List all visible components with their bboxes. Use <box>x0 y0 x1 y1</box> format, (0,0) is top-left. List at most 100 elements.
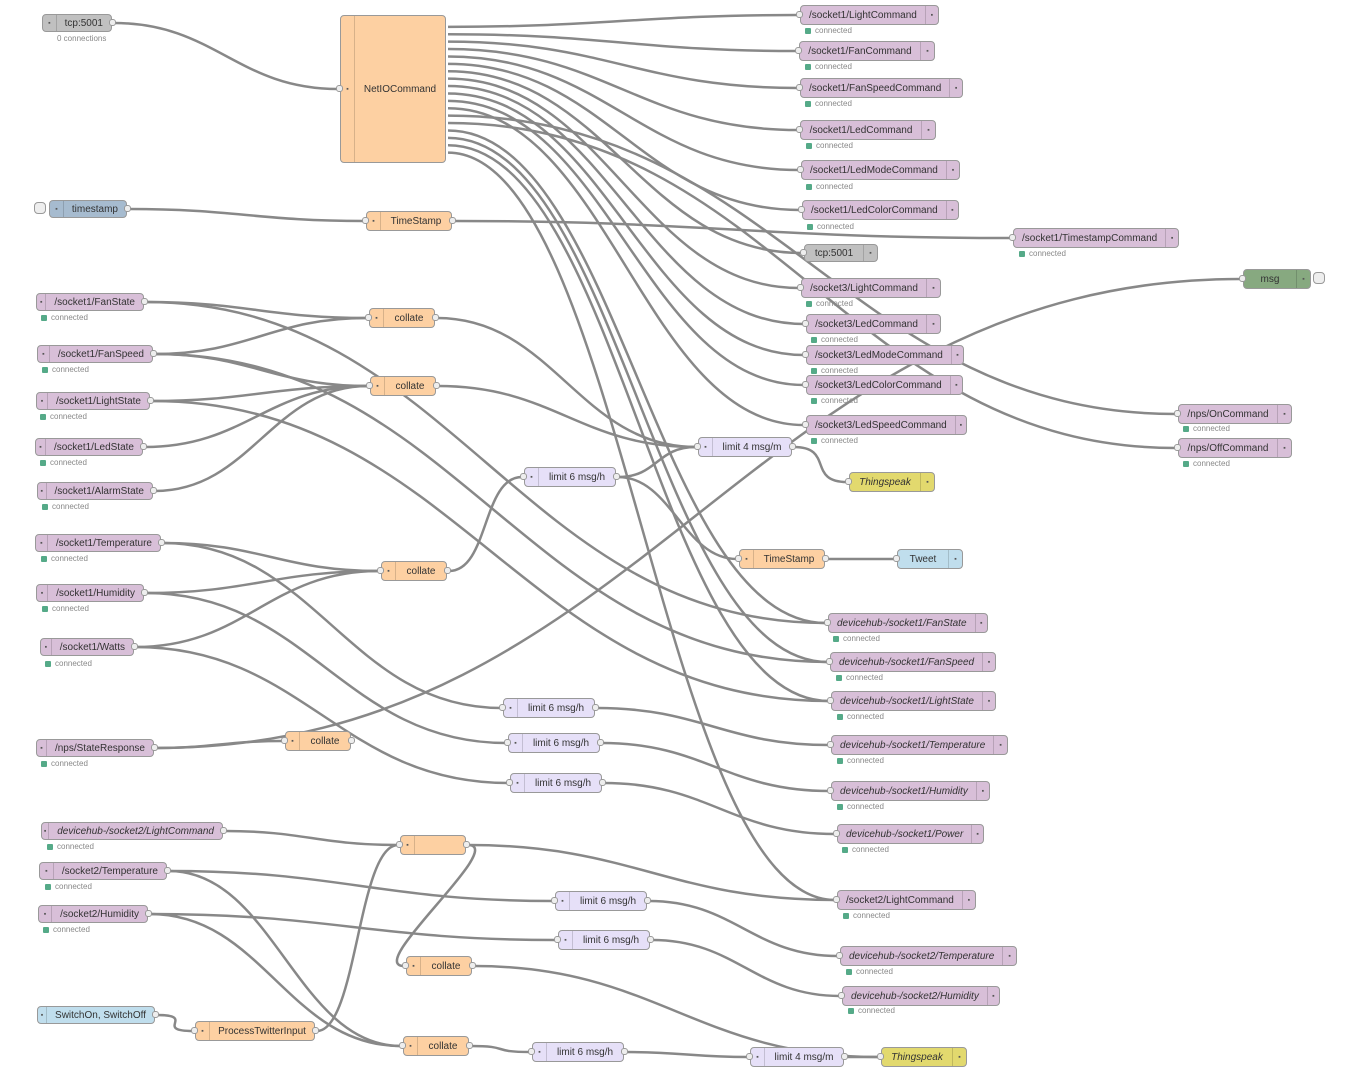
rate-limit-node[interactable]: ▪ limit 6 msg/h <box>520 467 620 487</box>
output-port[interactable] <box>151 743 158 751</box>
rate-limit-node[interactable]: ▪ limit 6 msg/h <box>499 698 599 718</box>
wire[interactable] <box>224 829 399 847</box>
output-port[interactable] <box>789 442 796 450</box>
input-port[interactable] <box>893 554 900 562</box>
input-port[interactable] <box>694 442 701 450</box>
mqtt-in-socket1-watts[interactable]: ▪ /socket1/Watts <box>40 638 138 656</box>
input-port[interactable] <box>396 840 403 848</box>
wire[interactable] <box>447 136 829 664</box>
wire[interactable] <box>128 207 365 223</box>
input-port[interactable] <box>877 1052 884 1060</box>
mqtt-in-socket1-temperature[interactable]: ▪ /socket1/Temperature <box>35 534 165 552</box>
input-port[interactable] <box>377 566 384 574</box>
wire[interactable] <box>447 55 800 172</box>
rate-limit-node[interactable]: ▪ limit 6 msg/h <box>528 1042 628 1062</box>
output-port[interactable] <box>592 703 599 711</box>
mqtt-out-socket3-ledmodecommand[interactable]: /socket3/LedModeCommand ▪ <box>802 345 964 365</box>
mqtt-out-socket3-ledcommand[interactable]: /socket3/LedCommand ▪ <box>802 314 941 334</box>
tcp-output-node[interactable]: tcp:5001 ▪ <box>800 244 878 262</box>
output-port[interactable] <box>312 1026 319 1034</box>
wire[interactable] <box>145 300 827 625</box>
mqtt-out-nps-offcommand[interactable]: /nps/OffCommand ▪ <box>1174 438 1292 458</box>
wire[interactable] <box>603 781 836 836</box>
output-port[interactable] <box>158 538 165 546</box>
mqtt-out-socket3-lightcommand[interactable]: /socket3/LightCommand ▪ <box>797 278 941 298</box>
wire[interactable] <box>437 384 697 449</box>
tweet-output-node[interactable]: Tweet ▪ <box>893 549 963 569</box>
rate-limit-node[interactable]: ▪ limit 6 msg/h <box>554 930 654 950</box>
mqtt-out-nps-oncommand[interactable]: /nps/OnCommand ▪ <box>1174 404 1292 424</box>
input-port[interactable] <box>366 381 373 389</box>
output-port[interactable] <box>150 486 157 494</box>
blank-function-node[interactable]: ▪ <box>396 835 470 855</box>
mqtt-out-socket1-ledcolorcommand[interactable]: /socket1/LedColorCommand ▪ <box>798 200 959 220</box>
input-port[interactable] <box>506 778 513 786</box>
wire[interactable] <box>447 129 827 625</box>
input-port[interactable] <box>802 319 809 327</box>
wire[interactable] <box>447 106 805 427</box>
mqtt-out-socket1-lightcommand[interactable]: /socket1/LightCommand ▪ <box>796 5 939 25</box>
rate-limit-node[interactable]: ▪ limit 6 msg/h <box>551 891 651 911</box>
mqtt-out-socket1-ledcommand[interactable]: /socket1/LedCommand ▪ <box>796 120 936 140</box>
mqtt-in-socket1-fanspeed[interactable]: ▪ /socket1/FanSpeed <box>37 345 157 363</box>
collate-function-node[interactable]: ▪ collate <box>399 1036 473 1056</box>
mqtt-out-socket1-fanspeedcommand[interactable]: /socket1/FanSpeedCommand ▪ <box>796 78 963 98</box>
output-port[interactable] <box>152 1010 159 1018</box>
wire[interactable] <box>651 938 841 998</box>
twitter-input-node[interactable]: ▪ SwitchOn, SwitchOff <box>37 1006 159 1024</box>
wire[interactable] <box>162 541 502 710</box>
wire[interactable] <box>154 352 369 388</box>
input-port[interactable] <box>795 46 802 54</box>
wire[interactable] <box>168 869 402 1048</box>
wire[interactable] <box>168 869 554 903</box>
wire[interactable] <box>436 316 697 449</box>
mqtt-out-devicehub-socket1-fanspeed[interactable]: devicehub-/socket1/FanSpeed ▪ <box>826 652 996 672</box>
input-port[interactable] <box>845 477 852 485</box>
input-port[interactable] <box>833 829 840 837</box>
wire[interactable] <box>447 77 800 290</box>
output-port[interactable] <box>220 826 227 834</box>
wire[interactable] <box>447 151 836 902</box>
inject-button[interactable] <box>34 202 46 214</box>
input-port[interactable] <box>554 935 561 943</box>
mqtt-out-devicehub-socket1-fanstate[interactable]: devicehub-/socket1/FanState ▪ <box>824 613 988 633</box>
output-port[interactable] <box>597 738 604 746</box>
wire[interactable] <box>113 21 339 91</box>
input-port[interactable] <box>1174 443 1181 451</box>
tcp-input-node[interactable]: ▪ tcp:5001 <box>42 14 116 32</box>
input-port[interactable] <box>802 380 809 388</box>
input-port[interactable] <box>796 83 803 91</box>
wire[interactable] <box>617 475 738 561</box>
mqtt-in-socket1-lightstate[interactable]: ▪ /socket1/LightState <box>36 392 154 410</box>
wire[interactable] <box>395 843 477 968</box>
timestamp-inject-node[interactable]: ▪ timestamp <box>49 200 131 218</box>
timestamp-function-node[interactable]: ▪ TimeStamp <box>362 211 456 231</box>
wire[interactable] <box>144 384 369 449</box>
mqtt-in-socket2-humidity[interactable]: ▪ /socket2/Humidity <box>38 905 152 923</box>
wire[interactable] <box>617 445 697 479</box>
mqtt-out-socket1-ledmodecommand[interactable]: /socket1/LedModeCommand ▪ <box>797 160 960 180</box>
output-port[interactable] <box>644 896 651 904</box>
mqtt-out-devicehub-socket1-power[interactable]: devicehub-/socket1/Power ▪ <box>833 824 984 844</box>
input-port[interactable] <box>520 472 527 480</box>
mqtt-in-socket1-alarmstate[interactable]: ▪ /socket1/AlarmState <box>37 482 157 500</box>
input-port[interactable] <box>551 896 558 904</box>
timestamp-function-node[interactable]: ▪ TimeStamp <box>735 549 829 569</box>
mqtt-out-socket3-ledcolorcommand[interactable]: /socket3/LedColorCommand ▪ <box>802 375 963 395</box>
mqtt-in-socket2-temperature[interactable]: ▪ /socket2/Temperature <box>39 862 171 880</box>
input-port[interactable] <box>797 283 804 291</box>
thingspeak-output-node[interactable]: Thingspeak ▪ <box>845 472 935 492</box>
wire[interactable] <box>596 706 830 747</box>
wire[interactable] <box>447 84 805 326</box>
wire[interactable] <box>316 843 399 1033</box>
wire[interactable] <box>156 1013 194 1033</box>
wire[interactable] <box>145 591 507 745</box>
input-port[interactable] <box>797 165 804 173</box>
output-port[interactable] <box>150 349 157 357</box>
input-port[interactable] <box>796 125 803 133</box>
mqtt-out-devicehub-socket1-temperature[interactable]: devicehub-/socket1/Temperature ▪ <box>827 735 1008 755</box>
input-port[interactable] <box>365 313 372 321</box>
netio-command-function-node[interactable]: ▪ NetIOCommand <box>336 15 446 163</box>
wire[interactable] <box>151 384 369 403</box>
output-port[interactable] <box>164 866 171 874</box>
